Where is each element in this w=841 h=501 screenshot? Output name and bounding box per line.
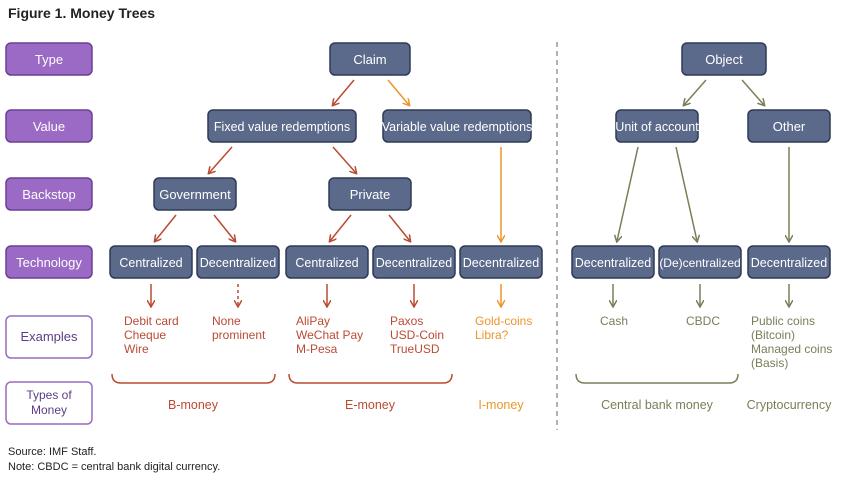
row-label-type: Type [5, 42, 93, 76]
bracket-central-bank [575, 373, 739, 384]
node-government: Government [153, 177, 237, 211]
node-gov-decentralized: Decentralized [196, 245, 280, 279]
node-priv-decentralized: Decentralized [372, 245, 456, 279]
money-type-b: B-money [168, 398, 219, 412]
node-fixed-value: Fixed value redemptions [207, 109, 357, 143]
bracket-b-money [111, 373, 276, 384]
svg-text:AliPay: AliPay [296, 314, 330, 328]
abbreviation-note: Note: CBDC = central bank digital curren… [8, 461, 221, 473]
node-other: Other [747, 109, 831, 143]
node-uoa-decentralized: Decentralized [571, 245, 655, 279]
node-unit-of-account: Unit of account [615, 109, 699, 143]
node-var-decentralized: Decentralized [459, 245, 543, 279]
svg-text:prominent: prominent [212, 328, 266, 342]
figure-title: Figure 1. Money Trees [8, 5, 156, 21]
svg-text:Centralized: Centralized [119, 256, 182, 270]
arrow-priv-centralized [330, 214, 352, 241]
svg-text:Decentralized: Decentralized [376, 256, 452, 270]
svg-text:Technology: Technology [16, 255, 82, 270]
node-gov-centralized: Centralized [109, 245, 193, 279]
svg-text:Decentralized: Decentralized [751, 256, 827, 270]
arrow-claim-variable [387, 79, 409, 105]
svg-text:(Basis): (Basis) [751, 356, 788, 370]
arrow-gov-decentralized [213, 214, 235, 241]
svg-text:Types of: Types of [26, 388, 72, 402]
node-priv-centralized: Centralized [285, 245, 369, 279]
svg-text:Wire: Wire [124, 342, 149, 356]
money-type-central-bank: Central bank money [601, 398, 714, 412]
examples-gold: Gold-coins Libra? [475, 314, 532, 342]
svg-text:Private: Private [350, 187, 390, 202]
svg-text:USD-Coin: USD-Coin [390, 328, 444, 342]
svg-text:Object: Object [705, 52, 743, 67]
node-private: Private [328, 177, 412, 211]
svg-text:Decentralized: Decentralized [575, 256, 651, 270]
svg-text:Variable value redemptions: Variable value redemptions [382, 120, 533, 134]
arrow-uoa-decentralized-paren [675, 146, 697, 241]
svg-text:CBDC: CBDC [686, 314, 720, 328]
arrow-object-uoa [684, 79, 707, 105]
svg-text:Cheque: Cheque [124, 328, 166, 342]
node-uoa-decentralized-paren: (De)centralized [658, 245, 742, 279]
svg-text:Decentralized: Decentralized [200, 256, 276, 270]
node-other-decentralized: Decentralized [747, 245, 831, 279]
node-variable-value: Variable value redemptions [382, 109, 533, 143]
arrow-gov-centralized [155, 214, 177, 241]
svg-text:Managed coins: Managed coins [751, 342, 832, 356]
bracket-e-money [288, 373, 453, 384]
row-label-technology: Technology [5, 245, 93, 279]
row-label-examples: Examples [5, 315, 93, 359]
arrow-fixed-private [332, 146, 356, 173]
svg-text:Money: Money [31, 403, 67, 417]
arrow-claim-fixed [333, 79, 355, 105]
row-label-backstop: Backstop [5, 177, 93, 211]
svg-text:Fixed value redemptions: Fixed value redemptions [214, 120, 350, 134]
svg-text:WeChat Pay: WeChat Pay [296, 328, 363, 342]
node-claim: Claim [329, 42, 411, 76]
svg-text:Claim: Claim [353, 52, 386, 67]
svg-text:Type: Type [35, 52, 63, 67]
svg-text:(Bitcoin): (Bitcoin) [751, 328, 795, 342]
examples-cash: Cash [600, 314, 628, 328]
svg-text:Decentralized: Decentralized [463, 256, 539, 270]
arrow-fixed-government [209, 146, 233, 173]
svg-text:Centralized: Centralized [295, 256, 358, 270]
svg-text:Unit of account: Unit of account [615, 120, 699, 134]
svg-text:Value: Value [33, 119, 65, 134]
svg-text:Public coins: Public coins [751, 314, 815, 328]
arrow-object-other [741, 79, 764, 105]
svg-text:TrueUSD: TrueUSD [390, 342, 440, 356]
row-label-types-of-money: Types of Money [5, 381, 93, 425]
examples-none: None prominent [212, 314, 266, 342]
svg-text:(De)centralized: (De)centralized [659, 256, 740, 270]
row-label-value: Value [5, 109, 93, 143]
node-object: Object [681, 42, 767, 76]
svg-text:None: None [212, 314, 241, 328]
svg-text:Other: Other [773, 119, 806, 134]
svg-text:Government: Government [159, 187, 231, 202]
examples-alipay: AliPay WeChat Pay M-Pesa [296, 314, 363, 356]
arrow-uoa-decentralized [617, 146, 639, 241]
svg-text:Debit card: Debit card [124, 314, 179, 328]
money-type-e: E-money [345, 398, 396, 412]
examples-debit: Debit card Cheque Wire [124, 314, 179, 356]
examples-paxos: Paxos USD-Coin TrueUSD [390, 314, 444, 356]
svg-text:Gold-coins: Gold-coins [475, 314, 532, 328]
money-type-crypto: Cryptocurrency [747, 398, 832, 412]
examples-cbdc: CBDC [686, 314, 720, 328]
source-note: Source: IMF Staff. [8, 446, 97, 458]
arrow-priv-decentralized [388, 214, 410, 241]
svg-text:Backstop: Backstop [22, 187, 75, 202]
examples-public: Public coins (Bitcoin) Managed coins (Ba… [751, 314, 832, 370]
svg-text:Cash: Cash [600, 314, 628, 328]
svg-text:M-Pesa: M-Pesa [296, 342, 338, 356]
money-type-i: I-money [478, 398, 524, 412]
svg-text:Libra?: Libra? [475, 328, 509, 342]
svg-text:Examples: Examples [20, 329, 78, 344]
svg-text:Paxos: Paxos [390, 314, 423, 328]
